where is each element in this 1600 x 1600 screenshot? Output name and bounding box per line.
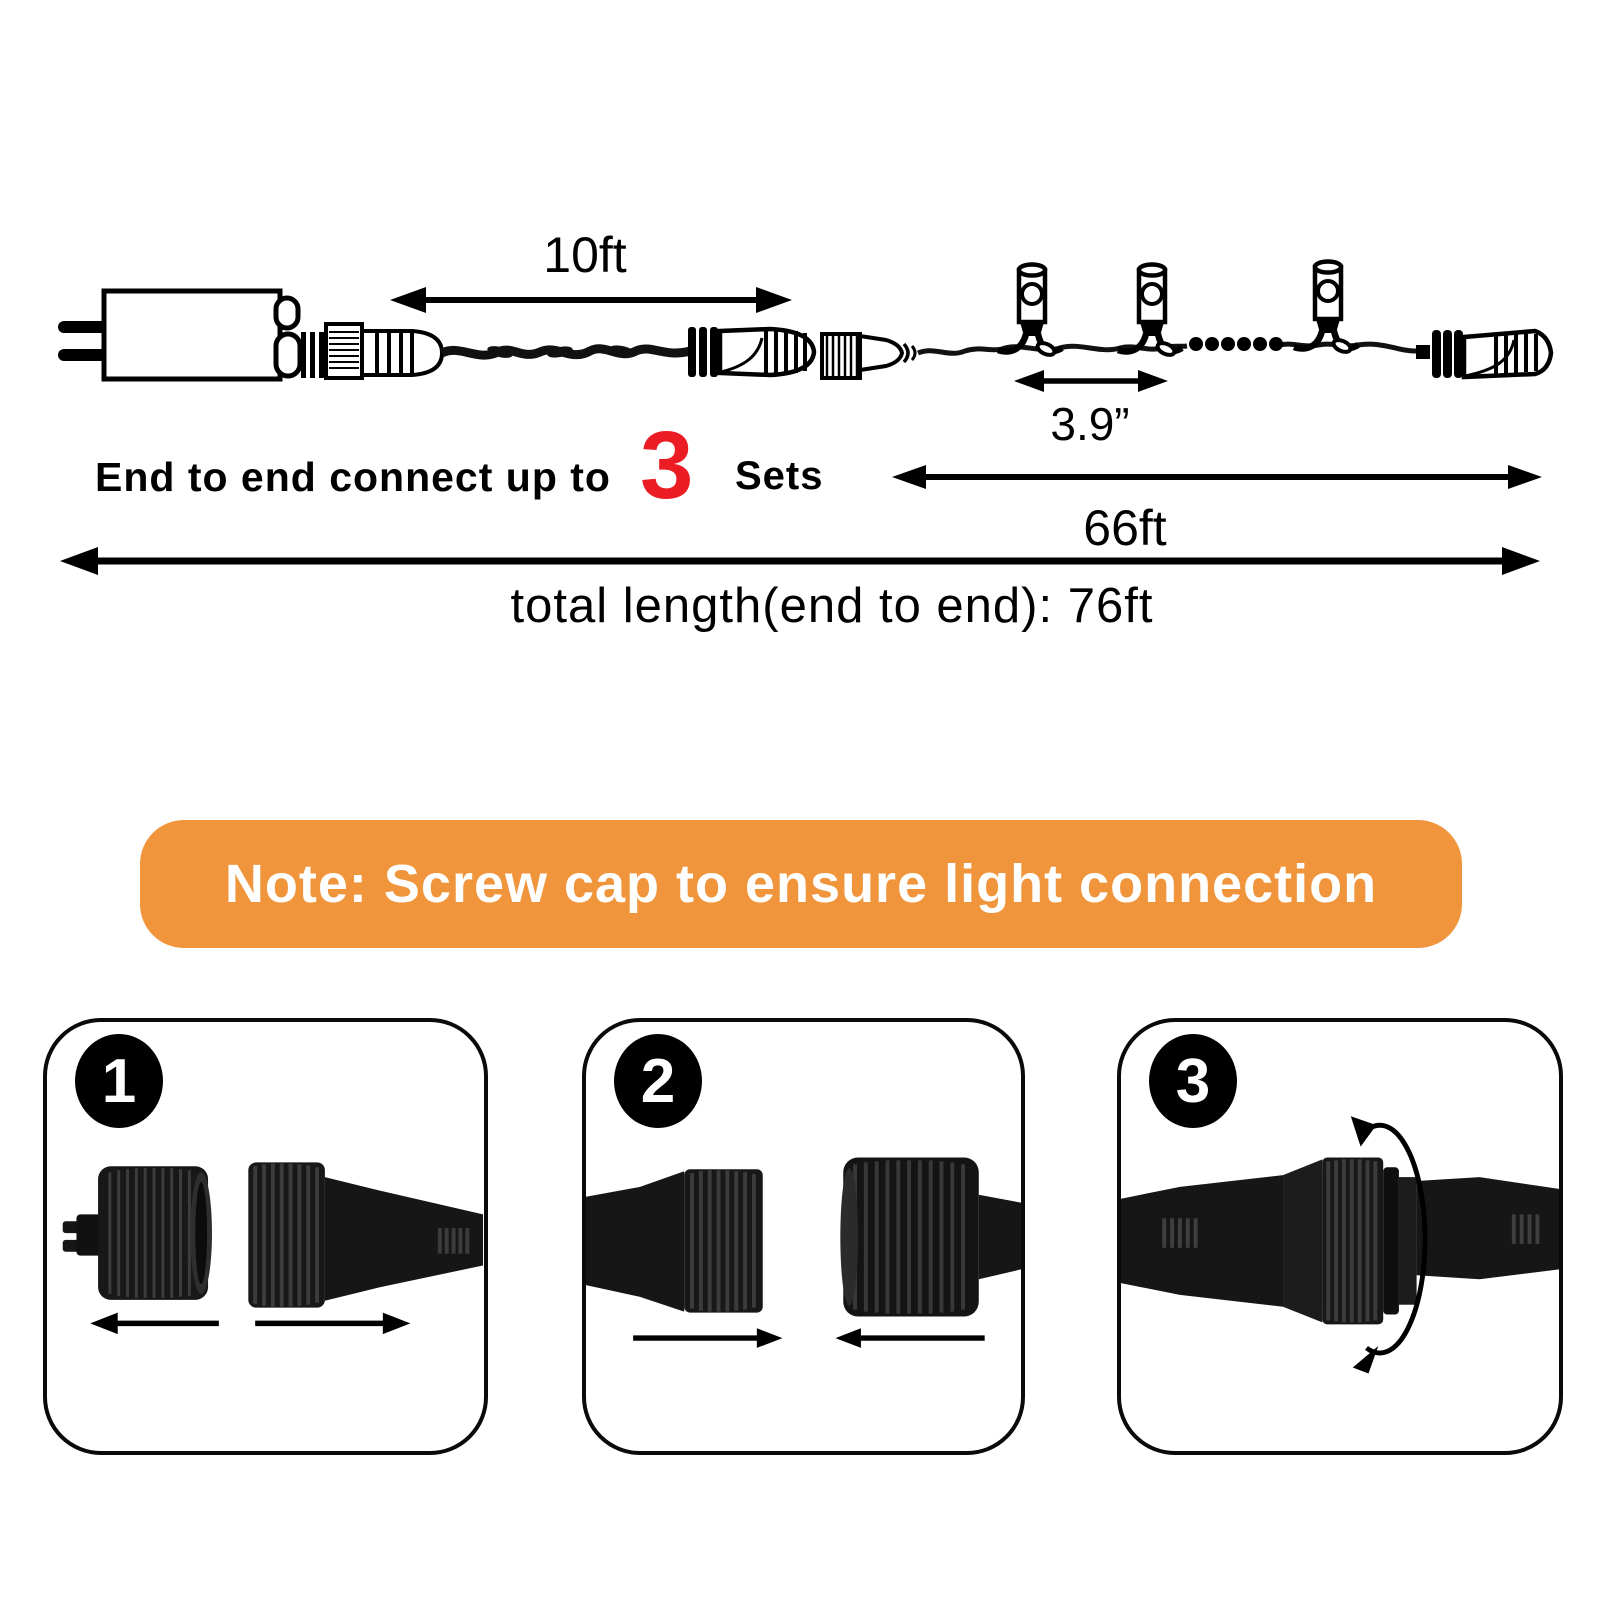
step-1-illustration (62, 1162, 484, 1335)
step-number: 3 (1175, 1046, 1211, 1116)
screw-cap-piece (62, 1166, 212, 1300)
step-panel-1: 1 (43, 1018, 488, 1455)
threaded-connector-piece (248, 1162, 484, 1308)
pull-apart-arrows (90, 1312, 411, 1335)
string-length-label: 66ft (1083, 500, 1167, 556)
string-light-layout-diagram: 10ft 3.9” 66ft total length(end to end):… (58, 227, 1554, 633)
screw-cap-piece (840, 1157, 1021, 1317)
ellipsis-dots (1189, 337, 1283, 351)
step-number: 1 (101, 1046, 137, 1116)
step-2-illustration (586, 1157, 1021, 1348)
rotate-arrow (1350, 1116, 1428, 1374)
step-number-badge: 2 (614, 1034, 702, 1128)
bulb-spacing-label: 3.9” (1050, 398, 1129, 450)
lead-length-label: 10ft (543, 227, 627, 283)
connect-sets-count: 3 (640, 412, 693, 519)
step-number-badge: 1 (75, 1034, 163, 1128)
step-panel-3: 3 (1117, 1018, 1563, 1455)
power-adapter-illustration (58, 288, 445, 382)
string-length-arrow (892, 465, 1542, 489)
total-length-arrow (60, 547, 1540, 575)
connect-text-suffix: Sets (735, 454, 824, 498)
step-panel-2: 2 (582, 1018, 1025, 1455)
connect-text-prefix: End to end connect up to (95, 454, 611, 500)
led-bulb (1116, 262, 1184, 357)
step-3-illustration (1121, 1116, 1559, 1374)
plug-prong (58, 349, 112, 361)
threaded-connector-piece (586, 1169, 763, 1313)
bulb-spacing-arrow (1014, 370, 1168, 392)
plug-prong (58, 321, 112, 333)
lead-length-arrow (390, 287, 792, 313)
lead-wire (439, 344, 692, 360)
step-number: 2 (640, 1046, 676, 1116)
connector-pair-illustration (688, 326, 917, 380)
end-connector-illustration (1416, 328, 1554, 380)
note-text: Note: Screw cap to ensure light connecti… (224, 854, 1378, 914)
led-bulb (1292, 259, 1360, 354)
led-bulb (996, 262, 1064, 357)
push-together-arrows (633, 1328, 985, 1348)
joined-connectors (1121, 1157, 1559, 1325)
total-length-label: total length(end to end): 76ft (511, 579, 1154, 633)
adapter-box (101, 288, 283, 382)
step-number-badge: 3 (1149, 1034, 1237, 1128)
note-banner: Note: Screw cap to ensure light connecti… (140, 820, 1462, 948)
